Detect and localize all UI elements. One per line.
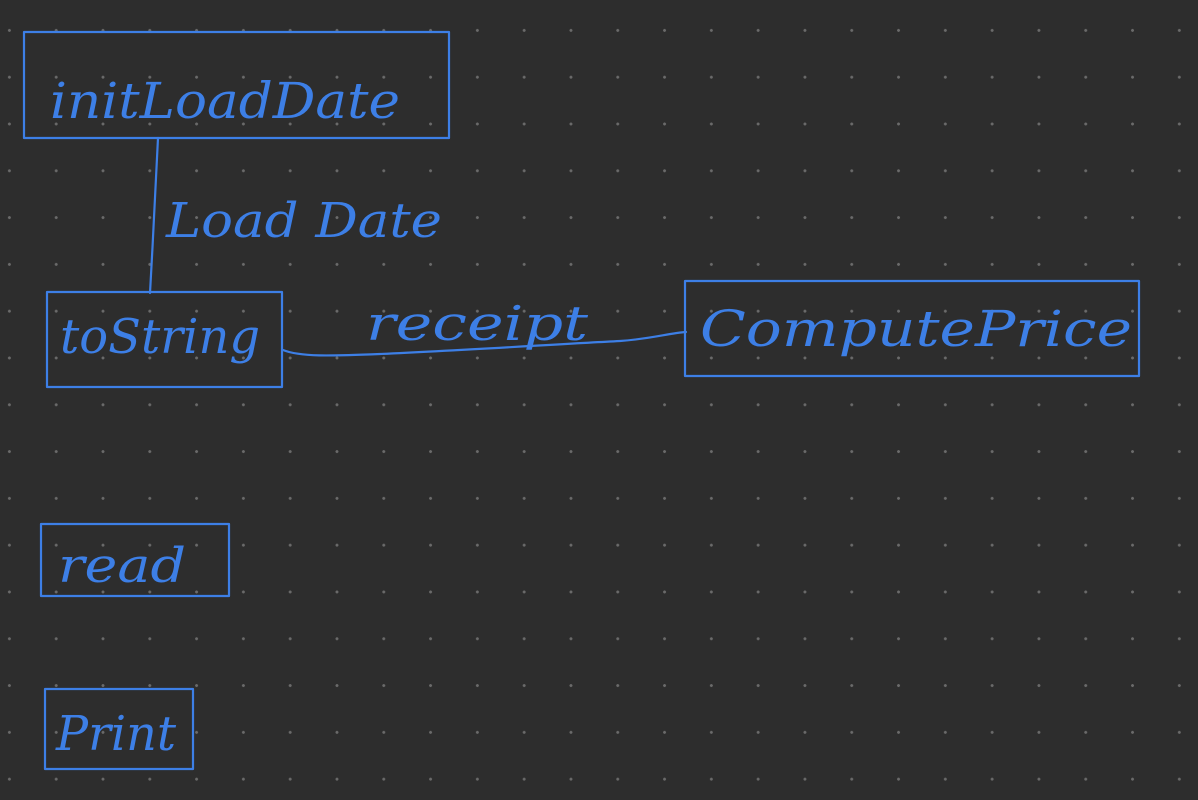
node-to-string[interactable]: toString: [45, 290, 284, 389]
node-init-load-date[interactable]: initLoadDate: [22, 30, 451, 140]
node-box: [683, 279, 1141, 378]
node-label: Print: [55, 706, 177, 762]
node-read[interactable]: read: [39, 522, 231, 598]
node-label: toString: [60, 309, 260, 365]
node-box: [45, 290, 284, 389]
node-box: [22, 30, 451, 140]
node-label: ComputePrice: [700, 300, 1132, 358]
node-box: [43, 687, 195, 771]
edge-label-load-date: Load Date: [165, 193, 442, 249]
node-label: initLoadDate: [50, 72, 400, 130]
node-compute-price[interactable]: ComputePrice: [683, 279, 1141, 378]
edge-line-load-date[interactable]: [148, 136, 160, 295]
edge-line-receipt[interactable]: [281, 330, 688, 357]
node-box: [39, 522, 231, 598]
node-print[interactable]: Print: [43, 687, 195, 771]
node-label: read: [58, 538, 186, 594]
edge-label-receipt: receipt: [366, 296, 589, 352]
